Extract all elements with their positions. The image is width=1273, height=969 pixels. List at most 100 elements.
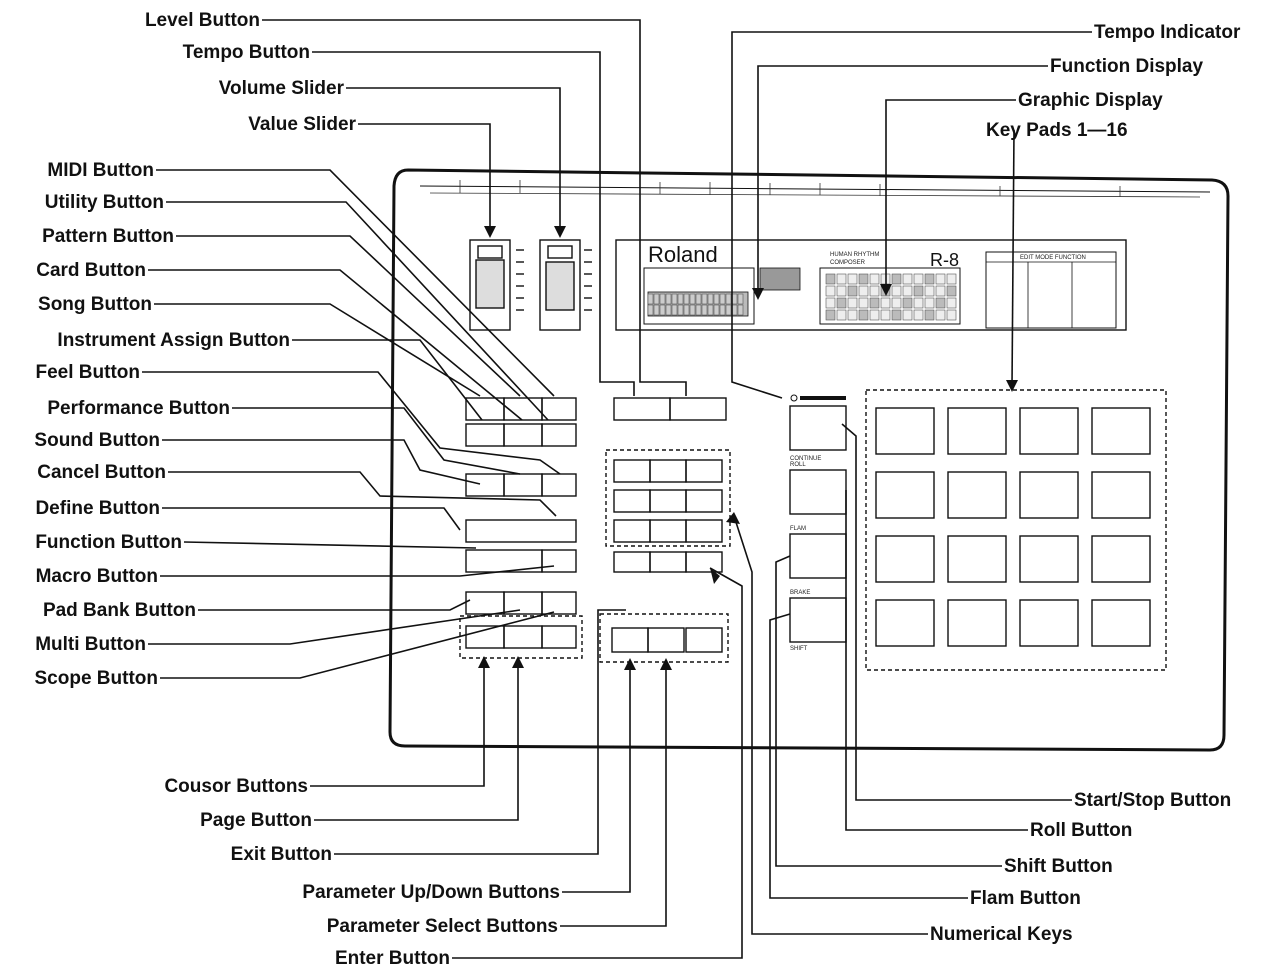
graphic-display-cell xyxy=(869,273,880,285)
graphic-display-cell xyxy=(825,285,836,297)
display-cell xyxy=(695,304,702,316)
numerical-keys[interactable] xyxy=(605,449,731,573)
tempo-level-buttons[interactable] xyxy=(613,397,727,421)
key-pad-12[interactable] xyxy=(1091,535,1151,583)
key-pad-10[interactable] xyxy=(947,535,1007,583)
graphic-display-cell xyxy=(902,309,913,321)
graphic-display-cell xyxy=(858,273,869,285)
display-cell xyxy=(725,304,732,316)
graphic-display-cell xyxy=(935,297,946,309)
graphic-display-cell xyxy=(913,309,924,321)
label-define-button: Define Button xyxy=(35,498,160,519)
label-start-stop-button: Start/Stop Button xyxy=(1074,790,1231,811)
key-pad-15[interactable] xyxy=(1019,599,1079,647)
display-cell xyxy=(707,293,714,305)
display-cell xyxy=(725,293,732,305)
label-flam-button: Flam Button xyxy=(970,888,1081,909)
graphic-display-cell xyxy=(913,273,924,285)
continue-label: CONTINUE xyxy=(790,456,821,462)
key-pad-11[interactable] xyxy=(1019,535,1079,583)
label-parameter-select-buttons: Parameter Select Buttons xyxy=(327,916,558,937)
label-midi-button: MIDI Button xyxy=(47,160,154,181)
display-cell xyxy=(695,293,702,305)
display-cell xyxy=(689,293,696,305)
graphic-display-cell xyxy=(858,285,869,297)
key-pad-14[interactable] xyxy=(947,599,1007,647)
graphic-display-cell xyxy=(836,297,847,309)
graphic-display-cell xyxy=(847,285,858,297)
key-pad-4[interactable] xyxy=(1091,407,1151,455)
display-cell xyxy=(659,304,666,316)
volume-slider[interactable] xyxy=(539,239,592,331)
graphic-display-cell xyxy=(946,285,957,297)
display-cell xyxy=(665,304,672,316)
label-pad-bank-button: Pad Bank Button xyxy=(43,600,196,621)
graphic-display-cell xyxy=(847,297,858,309)
key-pad-13[interactable] xyxy=(875,599,935,647)
graphic-display-cell xyxy=(935,309,946,321)
graphic-display-cell xyxy=(924,297,935,309)
edit-mode-title: EDIT MODE FUNCTION xyxy=(1020,255,1086,261)
graphic-display-cell xyxy=(902,297,913,309)
label-macro-button: Macro Button xyxy=(36,566,158,587)
label-graphic-display: Graphic Display xyxy=(1018,90,1163,111)
key-pad-6[interactable] xyxy=(947,471,1007,519)
graphic-display-cell xyxy=(935,273,946,285)
display-cell xyxy=(683,304,690,316)
key-pad-1[interactable] xyxy=(875,407,935,455)
label-function-button: Function Button xyxy=(35,532,182,553)
display-cell xyxy=(701,304,708,316)
graphic-display-cell xyxy=(869,309,880,321)
label-tempo-button: Tempo Button xyxy=(183,42,310,63)
graphic-display-cell xyxy=(858,297,869,309)
display-cell xyxy=(707,304,714,316)
graphic-display-cell xyxy=(946,309,957,321)
key-pad-2[interactable] xyxy=(947,407,1007,455)
roll-label: ROLL xyxy=(790,462,806,468)
display-cell xyxy=(677,293,684,305)
graphic-display-cell xyxy=(946,273,957,285)
tempo-indicator xyxy=(790,394,846,402)
display-cell xyxy=(737,293,744,305)
label-key-pads-1-16: Key Pads 1—16 xyxy=(986,120,1128,141)
function-display-grid xyxy=(647,273,957,321)
graphic-display-cell xyxy=(935,285,946,297)
label-pattern-button: Pattern Button xyxy=(42,226,174,247)
parameter-buttons[interactable] xyxy=(599,613,729,663)
label-performance-button: Performance Button xyxy=(47,398,230,419)
display-cell xyxy=(689,304,696,316)
flam-label: FLAM xyxy=(790,526,806,532)
display-cell xyxy=(653,293,660,305)
transport-buttons[interactable] xyxy=(789,405,847,643)
brake-label: BRAKE xyxy=(790,590,810,596)
model-line1: HUMAN RHYTHM xyxy=(830,252,879,258)
display-cell xyxy=(665,293,672,305)
model-name: R-8 xyxy=(930,250,959,270)
graphic-display-cell xyxy=(869,285,880,297)
graphic-display-cell xyxy=(902,285,913,297)
graphic-display-cell xyxy=(836,285,847,297)
graphic-display-cell xyxy=(891,309,902,321)
brand-logo: Roland xyxy=(648,242,718,267)
key-pad-9[interactable] xyxy=(875,535,935,583)
graphic-display-cell xyxy=(891,273,902,285)
value-slider[interactable] xyxy=(469,239,524,331)
label-page-button: Page Button xyxy=(200,810,312,831)
key-pad-16[interactable] xyxy=(1091,599,1151,647)
key-pad-3[interactable] xyxy=(1019,407,1079,455)
display-cell xyxy=(683,293,690,305)
key-pad-5[interactable] xyxy=(875,471,935,519)
graphic-display-cell xyxy=(924,309,935,321)
key-pad-7[interactable] xyxy=(1019,471,1079,519)
display-cell xyxy=(713,304,720,316)
graphic-display-cell xyxy=(902,273,913,285)
label-level-button: Level Button xyxy=(145,10,260,31)
graphic-display-cell xyxy=(880,309,891,321)
label-exit-button: Exit Button xyxy=(231,844,332,865)
label-volume-slider: Volume Slider xyxy=(219,78,345,99)
graphic-display-cell xyxy=(825,309,836,321)
key-pad-8[interactable] xyxy=(1091,471,1151,519)
graphic-display-cell xyxy=(891,297,902,309)
